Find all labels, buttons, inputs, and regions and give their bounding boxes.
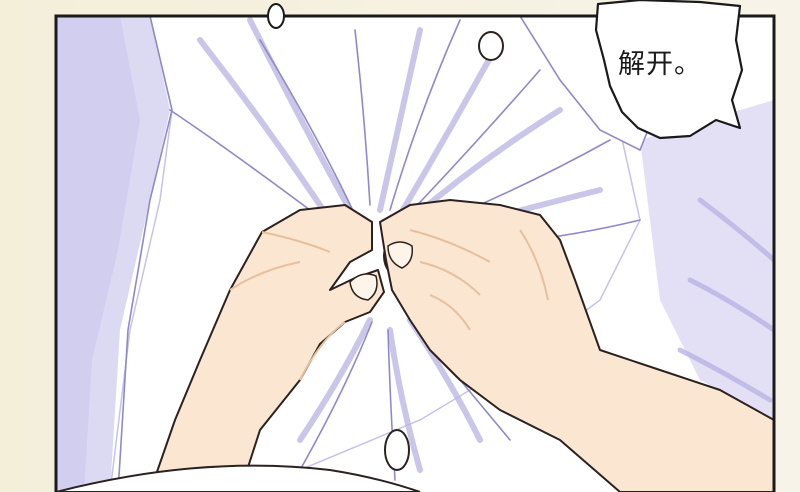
panel-top-mark xyxy=(267,3,285,29)
shirt-button-icon xyxy=(478,31,504,61)
speech-bubble-text: 解开。 xyxy=(618,49,702,80)
right-shirt-shadow xyxy=(640,100,774,420)
foreground-shoulder xyxy=(56,464,421,492)
speech-bubble xyxy=(594,0,744,140)
shirt-button-icon xyxy=(384,429,410,471)
panel-border xyxy=(54,14,776,492)
shirt-fold-lines xyxy=(117,16,641,492)
right-hand xyxy=(379,199,774,492)
